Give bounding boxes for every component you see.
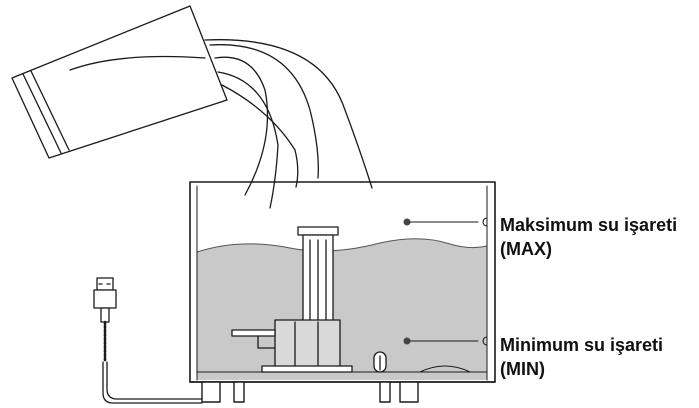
pump-assembly [231, 226, 353, 373]
pouring-jug-illustration [11, 5, 228, 159]
max-label-line-2: (MAX) [500, 239, 552, 259]
max-label-line-1: Maksimum su işareti [500, 215, 678, 235]
min-label-line-1: Minimum su işareti [500, 335, 664, 355]
min-level-callout [403, 336, 488, 346]
max-water-level-label: Maksimum su işareti (MAX) [500, 213, 677, 261]
usb-cable [93, 277, 203, 404]
water-fill [197, 238, 487, 380]
max-callout-hook [482, 217, 488, 227]
tank-corner-detail [419, 365, 471, 373]
water-stream-lines [204, 39, 373, 209]
min-marker-dot [403, 337, 411, 345]
max-level-callout [403, 217, 488, 227]
max-marker-dot [403, 218, 411, 226]
min-water-level-label: Minimum su işareti (MIN) [500, 333, 663, 381]
float-sensor [373, 351, 387, 373]
min-label-line-2: (MIN) [500, 359, 545, 379]
min-callout-hook [482, 336, 488, 346]
water-surface-line [196, 238, 488, 253]
